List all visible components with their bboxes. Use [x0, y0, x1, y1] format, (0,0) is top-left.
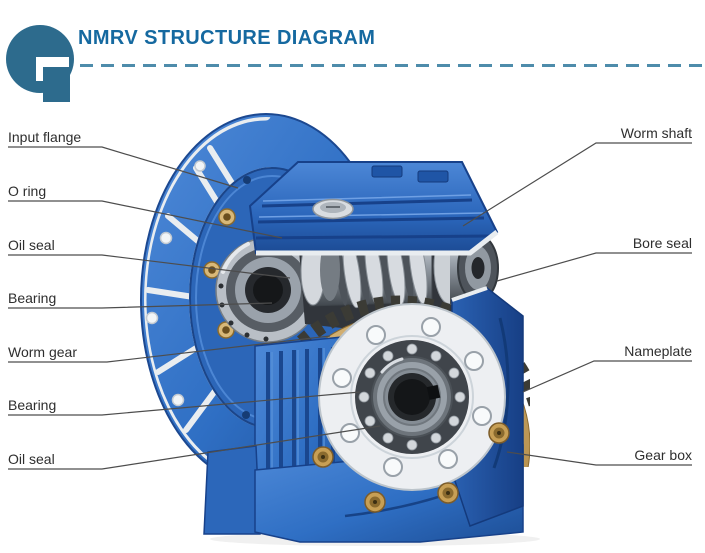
label-nameplate: Nameplate: [624, 343, 692, 359]
label-worm-shaft: Worm shaft: [620, 125, 692, 141]
output-bearing-part: [355, 340, 469, 454]
leader-bearing-top: [8, 302, 273, 309]
output-keyway: [426, 384, 441, 400]
leader-gear-box: [506, 451, 692, 466]
label-bore-seal: Bore seal: [632, 235, 692, 251]
label-worm-gear: Worm gear: [8, 344, 77, 360]
leader-lines: [8, 142, 692, 470]
leader-input-flange: [8, 146, 239, 189]
flange-rim-holes: [145, 160, 206, 407]
oil-plug: [312, 198, 354, 220]
dashed-divider: [80, 64, 705, 67]
top-cover: [248, 161, 499, 256]
label-oil-seal-bottom: Oil seal: [8, 451, 55, 467]
leader-bearing-bottom: [8, 391, 361, 416]
leader-nameplate: [522, 360, 692, 393]
brand-logo: [6, 25, 74, 102]
label-input-flange: Input flange: [8, 129, 82, 145]
leader-bore-seal: [496, 252, 692, 282]
leader-worm-gear: [8, 335, 331, 363]
page-title: NMRV STRUCTURE DIAGRAM: [78, 27, 376, 49]
housing-foot: [203, 445, 261, 535]
label-o-ring: O ring: [8, 183, 47, 199]
label-bearing-bottom: Bearing: [8, 397, 57, 413]
leader-worm-shaft: [462, 142, 692, 227]
leader-oil-seal-bottom: [8, 425, 381, 470]
label-oil-seal-top: Oil seal: [8, 237, 55, 253]
leader-o-ring: [8, 200, 283, 239]
label-gear-box: Gear box: [634, 447, 692, 463]
housing-bolts: [312, 422, 510, 513]
leader-oil-seal-top: [8, 254, 291, 279]
label-bearing-top: Bearing: [8, 290, 57, 306]
